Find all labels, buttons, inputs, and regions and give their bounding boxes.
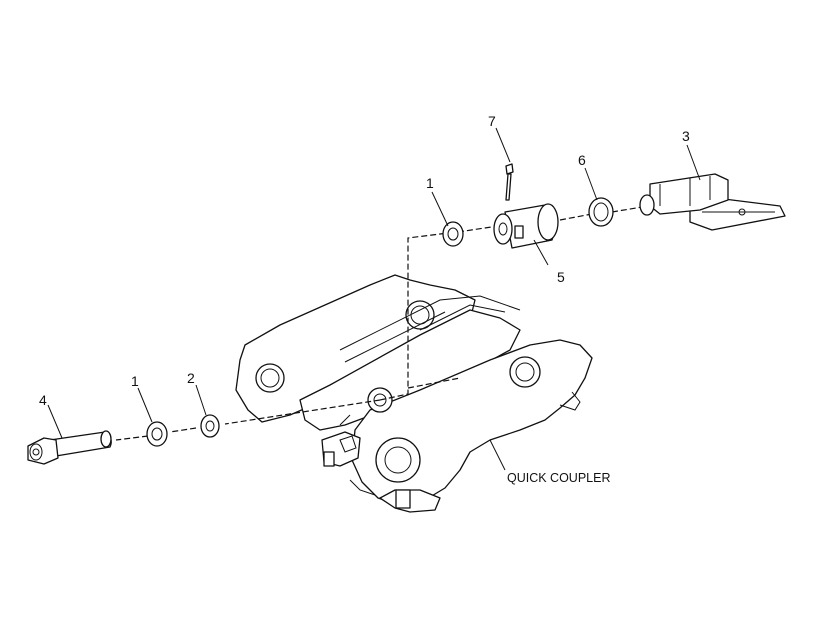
quick-coupler-body <box>235 274 593 513</box>
part-1-washer-lower <box>146 421 168 447</box>
part-5-pin <box>493 203 559 249</box>
callout-6: 6 <box>578 152 586 168</box>
callout-labels: 1 7 6 3 5 4 1 2 QUICK COUPLER <box>39 113 690 485</box>
part-4-pin <box>27 430 112 465</box>
callout-5: 5 <box>557 269 565 285</box>
part-6-ring <box>588 197 614 227</box>
part-1-washer-upper <box>442 221 464 247</box>
quick-coupler-label: QUICK COUPLER <box>507 471 611 485</box>
part-7-bolt <box>505 163 514 201</box>
callout-3: 3 <box>682 128 690 144</box>
part-2-spacer <box>200 414 220 438</box>
assembly-centerlines <box>115 206 643 441</box>
callout-1-upper: 1 <box>426 175 434 191</box>
part-3-actuator-assembly <box>639 173 786 231</box>
callout-2: 2 <box>187 370 195 386</box>
leader-lines <box>47 127 701 471</box>
callout-1-lower: 1 <box>131 373 139 389</box>
callout-7: 7 <box>488 113 496 129</box>
callout-4: 4 <box>39 392 47 408</box>
